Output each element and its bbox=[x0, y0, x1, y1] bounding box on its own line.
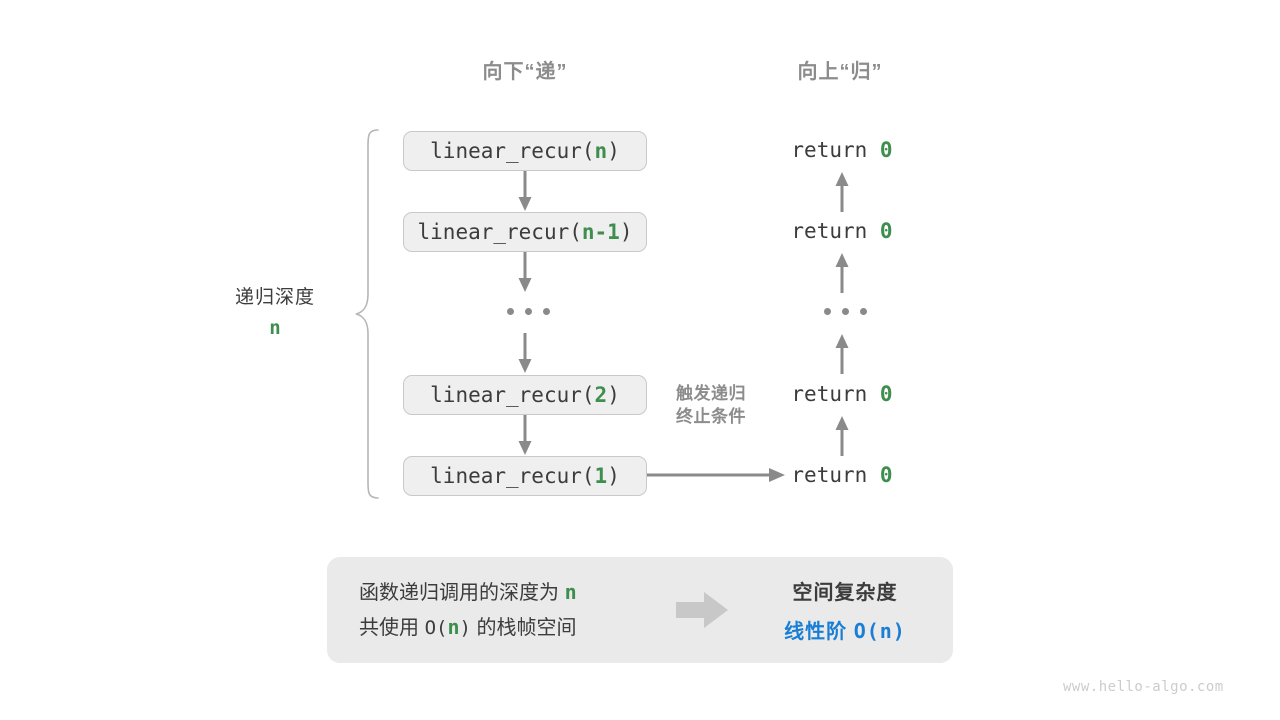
return-label-3: return 0 bbox=[722, 382, 962, 406]
summary-left-text: 函数递归调用的深度为 n 共使用 O(n) 的栈帧空间 bbox=[359, 575, 659, 645]
call-box-1-prefix: linear_recur( bbox=[430, 464, 595, 488]
summary-right-value-zh: 线性阶 bbox=[784, 621, 848, 643]
call-box-n-minus-1-prefix: linear_recur( bbox=[417, 220, 582, 244]
return-keyword-1: return bbox=[791, 138, 868, 162]
return-keyword-3: return bbox=[791, 382, 868, 406]
summary-right-value: 线性阶 O(n) bbox=[745, 615, 945, 644]
return-keyword-4: return bbox=[791, 463, 868, 487]
call-box-1-suffix: ) bbox=[607, 464, 620, 488]
summary-left-line-1-text: 函数递归调用的深度为 bbox=[359, 582, 559, 604]
ellipsis-right bbox=[824, 308, 867, 315]
arrow-up-4 bbox=[831, 415, 853, 456]
summary-left-line-2: 共使用 O(n) 的栈帧空间 bbox=[359, 610, 659, 645]
call-box-1[interactable]: linear_recur(1) bbox=[403, 456, 647, 496]
trigger-condition-note-line1: 触发递归 bbox=[676, 384, 746, 403]
call-box-2-arg: 2 bbox=[594, 383, 608, 407]
return-label-4: return 0 bbox=[722, 463, 962, 487]
call-box-2-suffix: ) bbox=[607, 383, 620, 407]
arrow-down-4 bbox=[514, 415, 536, 456]
ellipsis-left bbox=[507, 308, 550, 315]
column-header-descend: 向下“递” bbox=[482, 61, 568, 83]
trigger-condition-note-line2: 终止条件 bbox=[676, 407, 746, 426]
summary-left-line-2-text-a: 共使用 bbox=[359, 617, 419, 639]
call-box-1-arg: 1 bbox=[594, 464, 608, 488]
column-header-ascend: 向上“归” bbox=[797, 61, 883, 83]
return-value-4: 0 bbox=[879, 463, 893, 487]
summary-left-line-2-var: n bbox=[447, 615, 460, 639]
arrow-down-2 bbox=[514, 252, 536, 293]
summary-left-line-1-var: n bbox=[564, 580, 577, 604]
call-box-n-minus-1[interactable]: linear_recur(n-1) bbox=[403, 212, 647, 252]
arrow-base-case bbox=[647, 464, 787, 484]
arrow-up-3 bbox=[831, 333, 853, 374]
return-value-2: 0 bbox=[879, 219, 893, 243]
summary-right-text: 空间复杂度 线性阶 O(n) bbox=[745, 576, 945, 644]
recursion-depth-value: n bbox=[269, 317, 281, 339]
summary-left-line-2-bigo-close: ) bbox=[459, 617, 471, 639]
recursion-depth-brace bbox=[352, 124, 382, 504]
summary-left-line-1: 函数递归调用的深度为 n bbox=[359, 575, 659, 610]
watermark: www.hello-algo.com bbox=[1063, 679, 1224, 695]
call-box-n[interactable]: linear_recur(n) bbox=[403, 131, 647, 171]
arrow-up-1 bbox=[831, 171, 853, 212]
summary-right-title: 空间复杂度 bbox=[792, 582, 898, 604]
call-box-n-suffix: ) bbox=[607, 139, 620, 163]
summary-left-line-2-bigo-open: O( bbox=[424, 617, 448, 639]
return-label-1: return 0 bbox=[722, 138, 962, 162]
call-box-2[interactable]: linear_recur(2) bbox=[403, 375, 647, 415]
right-block-arrow-icon bbox=[676, 592, 728, 628]
arrow-down-1 bbox=[514, 171, 536, 212]
return-label-2: return 0 bbox=[722, 219, 962, 243]
trigger-condition-note: 触发递归 终止条件 bbox=[641, 382, 781, 428]
return-value-3: 0 bbox=[879, 382, 893, 406]
call-box-n-minus-1-suffix: ) bbox=[619, 220, 633, 244]
recursion-depth-label: 递归深度 n bbox=[185, 282, 365, 339]
summary-right-value-bigo: O(n) bbox=[853, 619, 906, 643]
summary-left-line-2-text-b: 的栈帧空间 bbox=[476, 617, 577, 639]
call-box-2-prefix: linear_recur( bbox=[430, 383, 595, 407]
call-box-n-minus-1-arg: n-1 bbox=[581, 220, 620, 244]
summary-implies-arrow-wrap bbox=[659, 590, 745, 630]
call-box-n-prefix: linear_recur( bbox=[430, 139, 595, 163]
recursion-depth-text: 递归深度 bbox=[234, 287, 315, 308]
summary-panel: 函数递归调用的深度为 n 共使用 O(n) 的栈帧空间 空间复杂度 线性阶 O(… bbox=[327, 557, 953, 663]
return-value-1: 0 bbox=[879, 138, 893, 162]
call-box-n-arg: n bbox=[594, 139, 608, 163]
arrow-down-3 bbox=[514, 333, 536, 374]
return-keyword-2: return bbox=[791, 219, 868, 243]
arrow-up-2 bbox=[831, 252, 853, 293]
